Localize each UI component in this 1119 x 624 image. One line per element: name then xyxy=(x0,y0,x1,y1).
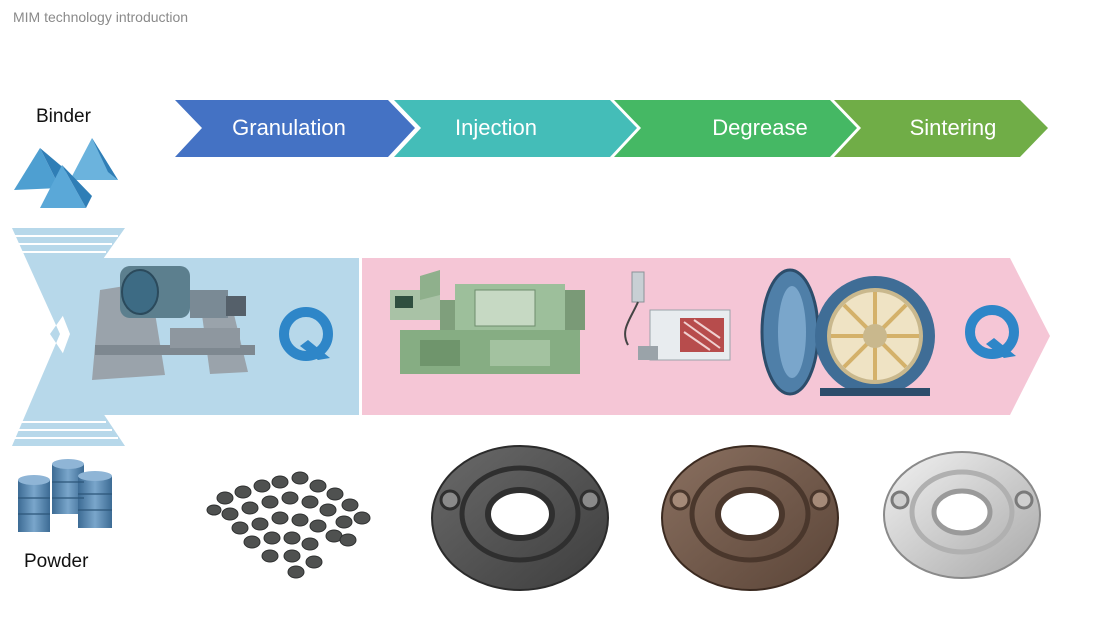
step-sintering-chevron xyxy=(834,100,1048,157)
feedstock-pellets xyxy=(206,471,371,579)
sintered-part-silver xyxy=(883,451,1041,579)
step-granulation-chevron xyxy=(175,100,415,157)
injection-molding-machine-icon xyxy=(390,270,585,374)
step-injection-chevron xyxy=(394,100,637,157)
step-sintering-label: Sintering xyxy=(909,115,997,140)
powder-label: Powder xyxy=(24,551,89,572)
brown-part xyxy=(661,445,839,591)
q-logo-icon xyxy=(279,307,333,361)
process-steps xyxy=(175,100,1048,157)
barrel-stack-icon xyxy=(18,459,112,532)
page-title: MIM technology introduction xyxy=(13,9,189,25)
step-degrease-chevron xyxy=(614,100,857,157)
binder-label: Binder xyxy=(36,106,91,127)
degreasing-oven-icon xyxy=(624,271,731,361)
mixer-machine-icon xyxy=(92,266,255,380)
step-injection-label: Injection xyxy=(455,115,537,140)
green-part-grey xyxy=(431,445,609,591)
pyramid-icon xyxy=(14,138,118,208)
q-logo-icon xyxy=(965,305,1019,359)
feed-join xyxy=(40,258,92,415)
sintering-furnace-icon xyxy=(760,268,935,396)
feed-arrow xyxy=(12,228,125,446)
step-granulation-label: Granulation xyxy=(232,115,346,140)
step-degrease-label: Degrease xyxy=(712,115,808,140)
